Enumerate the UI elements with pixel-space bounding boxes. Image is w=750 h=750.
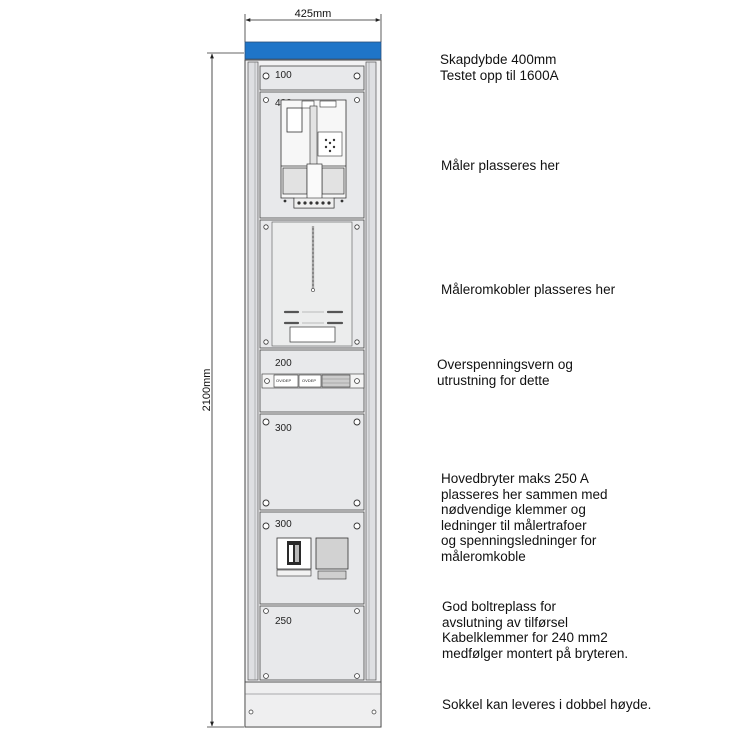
screw-icon	[262, 522, 270, 530]
left-rail	[247, 61, 259, 681]
screw-icon	[353, 418, 361, 426]
height-dimension: 2100mm	[201, 52, 244, 728]
screw-icon	[263, 608, 269, 614]
module-label: 300	[275, 519, 292, 530]
terminal-block	[293, 197, 335, 209]
screw-icon	[263, 673, 269, 679]
module-label: 300	[275, 423, 292, 434]
screw-icon	[354, 673, 360, 679]
note-meter: Måler plasseres her	[441, 158, 560, 173]
screw-icon	[354, 339, 360, 345]
module-300-a: 300	[259, 413, 365, 511]
note-depth: Skapdybde 400mm Testet opp til 1600A	[440, 52, 559, 83]
height-label: 2100mm	[201, 369, 213, 412]
surge-device-2-label: OVDEP	[302, 378, 316, 383]
width-dimension: 425mm	[244, 8, 382, 42]
screw-icon	[263, 224, 269, 230]
module-300-b: 300	[259, 511, 365, 605]
note-meter-switch: Måleromkobler plasseres her	[441, 282, 616, 297]
screw-icon	[263, 97, 269, 103]
surge-device-1	[273, 374, 299, 388]
screw-icon	[353, 72, 361, 80]
surge-device-2	[298, 374, 322, 388]
screw-icon	[353, 499, 361, 507]
screw-icon	[262, 72, 270, 80]
plinth	[244, 681, 382, 728]
screw-icon	[248, 709, 254, 715]
screw-icon	[354, 608, 360, 614]
screw-icon	[264, 378, 270, 384]
module-100: 100	[259, 65, 365, 91]
screw-icon	[353, 522, 361, 530]
right-rail	[365, 61, 377, 681]
module-250: 250	[259, 605, 365, 681]
surge-device-1-label: OV/DEP	[276, 378, 291, 383]
module-label: 100	[275, 70, 292, 81]
screw-icon	[371, 709, 377, 715]
terminal-cover-icon	[315, 537, 349, 570]
module-meter-switch: 400	[259, 219, 365, 349]
label-window	[289, 326, 336, 343]
module-label: 200	[275, 358, 292, 369]
module-label: 250	[275, 616, 292, 627]
module-meter: 400	[259, 91, 365, 219]
width-label: 425mm	[295, 8, 332, 20]
screw-icon	[354, 378, 360, 384]
note-main-breaker: Hovedbryter maks 250 A plasseres her sam…	[441, 471, 608, 564]
screw-icon	[262, 418, 270, 426]
screw-icon	[354, 224, 360, 230]
top-cover	[244, 41, 382, 60]
module-surge: 200 OV/DEP OVDEP	[259, 349, 365, 413]
screw-icon	[262, 499, 270, 507]
meter-display	[286, 107, 303, 133]
note-plinth: Sokkel kan leveres i dobbel høyde.	[442, 697, 652, 712]
note-cable-space: God boltreplass for avslutning av tilfør…	[442, 599, 629, 661]
note-surge: Overspenningsvern og utrustning for dett…	[437, 357, 573, 388]
screw-icon	[263, 339, 269, 345]
screw-icon	[354, 97, 360, 103]
